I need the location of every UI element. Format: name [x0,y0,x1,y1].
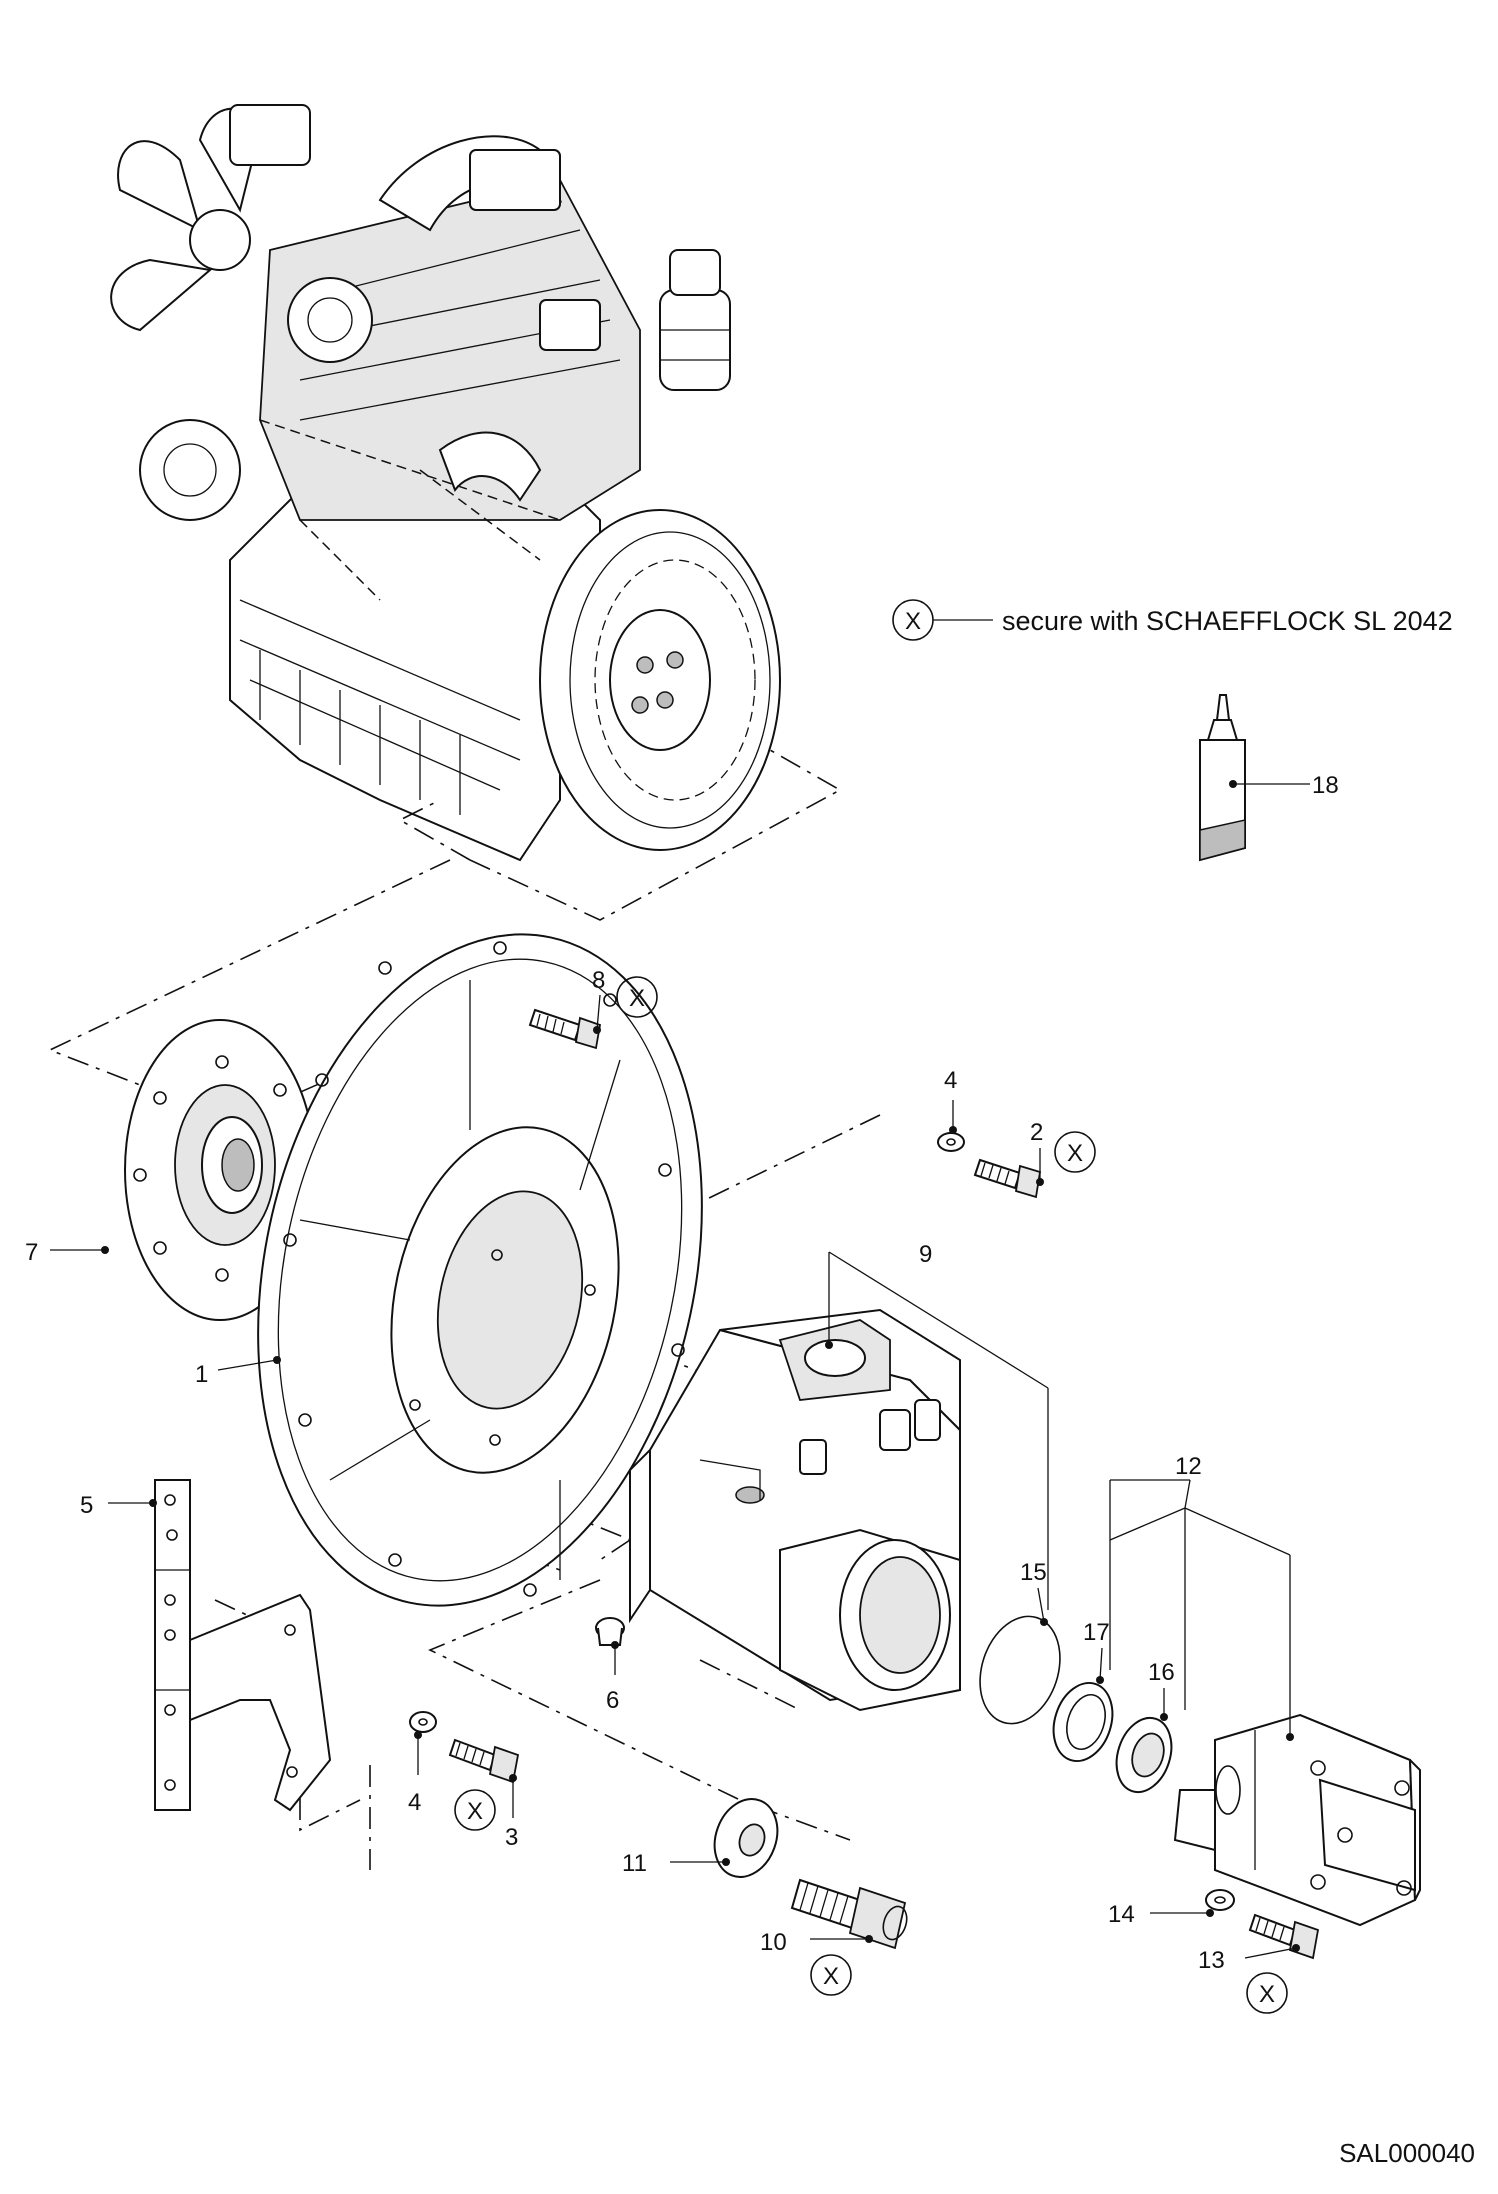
callout-1: 1 [195,1361,208,1388]
callout-17: 17 [1083,1619,1110,1646]
flange-housing: 1 [195,933,703,1607]
o-ring-15: 15 [979,1559,1061,1725]
callout-3: 3 [505,1824,518,1851]
callout-7: 7 [25,1239,38,1266]
note-text: secure with SCHAEFFLOCK SL 2042 [1002,606,1453,636]
spacer-11: 11 [622,1798,779,1878]
washer-4-bottom: 4 [408,1711,437,1816]
bolt-13: 13 X [1198,1913,1320,2014]
flywheel-icon [539,509,781,851]
gear-pump-12: 12 [1109,1453,1421,1927]
plug-6: 6 [595,1617,625,1714]
callout-6: 6 [606,1687,619,1714]
callout-2: 2 [1030,1119,1043,1146]
x-mark-13: X [1259,1981,1275,2008]
callout-14: 14 [1108,1901,1135,1928]
callout-8: 8 [592,967,605,994]
engine-illustration [110,104,842,921]
drawing-code: SAL000040 [1339,2138,1475,2168]
callout-13: 13 [1198,1947,1225,1974]
bolt-8: 8 X [528,967,658,1050]
x-mark-3: X [467,1798,483,1825]
callout-9: 9 [919,1241,932,1268]
x-mark-2: X [1067,1140,1083,1167]
callout-18: 18 [1312,772,1339,799]
thread-locker-note: X secure with SCHAEFFLOCK SL 2042 [892,599,1453,641]
callout-4-bottom: 4 [408,1789,421,1816]
washer-4-top: 4 [937,1067,965,1152]
shaft-seal-16: 16 [1115,1659,1175,1794]
note-x-letter: X [905,608,921,635]
callout-12: 12 [1175,1453,1202,1480]
x-mark-8: X [629,985,645,1012]
hydraulic-pump: 9 [629,1241,1049,1712]
washer-14: 14 [1108,1889,1235,1928]
bolt-10: 10 X [760,1878,908,1996]
thread-locker-tube: 18 [1199,694,1339,862]
callout-11: 11 [622,1850,647,1877]
callout-5: 5 [80,1492,93,1519]
circlip-17: 17 [1052,1619,1114,1763]
callout-15: 15 [1020,1559,1047,1586]
bolt-3: 3 X [448,1738,520,1851]
x-mark-10: X [823,1963,839,1990]
fan-icon [110,107,262,332]
bracket-5: 5 [80,1479,332,1812]
fuel-filter-icon [659,249,731,391]
bolt-2: 2 X [973,1119,1096,1199]
callout-10: 10 [760,1929,787,1956]
callout-4-top: 4 [944,1067,957,1094]
callout-16: 16 [1148,1659,1175,1686]
